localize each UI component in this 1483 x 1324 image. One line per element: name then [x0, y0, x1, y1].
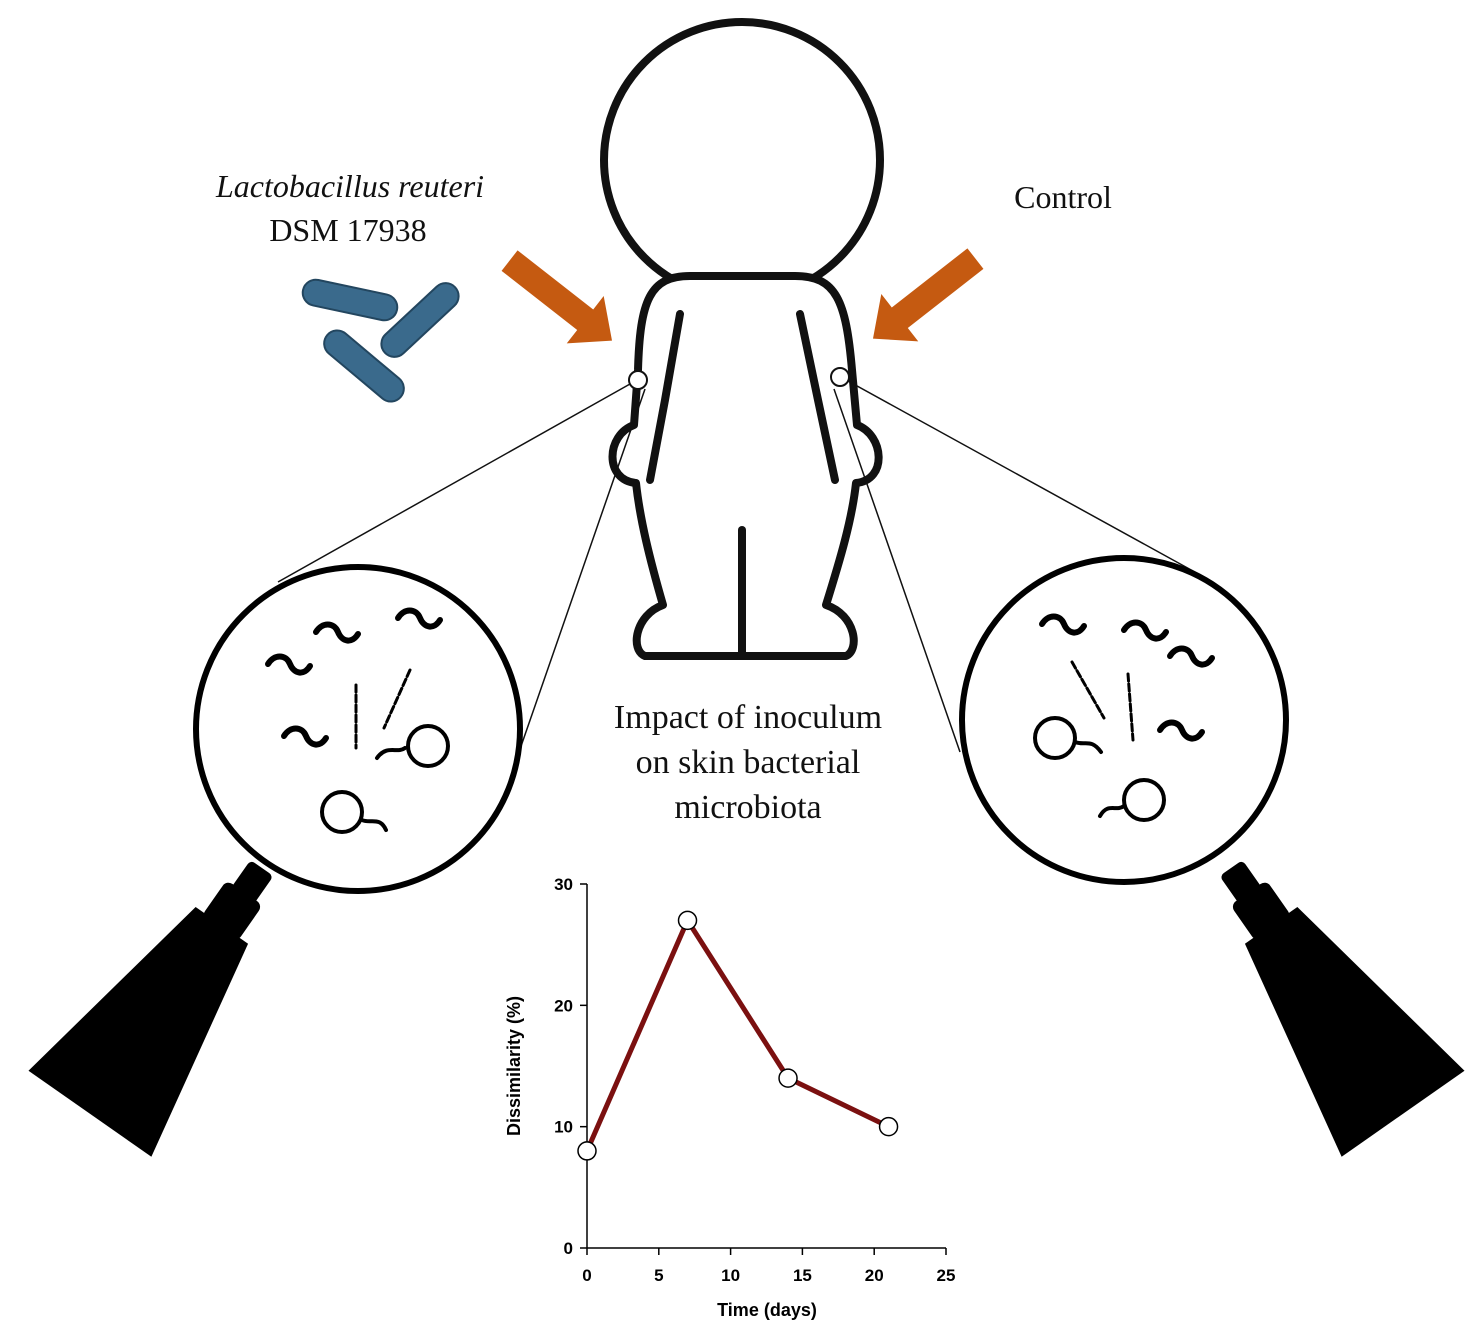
control-sample-spot	[830, 367, 850, 387]
left-microbes	[265, 607, 450, 834]
spiral-bacterium	[395, 607, 443, 630]
x-tick-label: 10	[721, 1266, 740, 1285]
flagellum	[360, 818, 388, 832]
coccus-cell	[1033, 716, 1077, 760]
series-line	[584, 917, 890, 1152]
rod-bacterium	[323, 329, 405, 403]
spiral-bacterium	[1121, 619, 1169, 642]
right-magnifier-lens	[959, 555, 1289, 885]
person-right-arm-line	[796, 310, 839, 484]
spiral-bacterium	[281, 725, 329, 748]
x-tick-label: 25	[937, 1266, 956, 1285]
coccus-cell	[406, 724, 450, 768]
flagellum	[1098, 804, 1126, 818]
person-head	[600, 18, 884, 302]
rod-bacterium	[301, 278, 399, 322]
dissimilarity-chart: 0 5 10 15 20 25 0 10 20 30 Time (days) Dissimilar…	[504, 875, 955, 1320]
impact-title-line-2: on skin bacterial	[636, 744, 861, 781]
impact-title-line-1: Impact of inoculum	[614, 699, 882, 736]
y-tick-label: 0	[564, 1239, 573, 1258]
data-point	[577, 1141, 597, 1161]
treatment-species-label: Lactobacillus reuteri	[215, 168, 484, 204]
chart-series	[577, 910, 899, 1161]
person-left-arm-line	[646, 310, 684, 484]
impact-title-line-3: microbiota	[674, 789, 821, 826]
right-magnifier-handle	[1221, 861, 1465, 1157]
streptococcus-chain	[1126, 672, 1135, 742]
left-magnifier-handle	[28, 861, 272, 1157]
rod-bacterium	[380, 282, 460, 358]
person-figure	[600, 18, 884, 660]
spiral-bacterium	[1039, 613, 1087, 636]
right-microbes	[1033, 613, 1215, 822]
flagellum	[1073, 740, 1103, 754]
coccus-cell	[320, 790, 364, 834]
treatment-sample-spot	[628, 370, 648, 390]
magnifier-guide-lines	[277, 380, 1214, 753]
chart-ticks: 0 5 10 15 20 25 0 10 20 30	[554, 875, 955, 1285]
lactobacillus-rods	[301, 278, 460, 403]
x-tick-label: 0	[582, 1266, 591, 1285]
treatment-arrow	[501, 250, 613, 344]
x-tick-label: 15	[793, 1266, 812, 1285]
x-tick-label: 20	[865, 1266, 884, 1285]
data-point	[778, 1068, 798, 1088]
treatment-strain-label: DSM 17938	[269, 212, 426, 248]
y-axis-label: Dissimilarity (%)	[504, 996, 524, 1136]
x-axis-label: Time (days)	[717, 1300, 817, 1320]
spiral-bacterium	[1167, 645, 1215, 668]
spiral-bacterium	[313, 621, 361, 644]
coccus-cell	[1122, 778, 1166, 822]
y-tick-label: 30	[554, 875, 573, 894]
left-magnifier-lens	[193, 564, 523, 894]
spiral-bacterium	[265, 653, 313, 676]
spiral-bacterium	[1157, 719, 1205, 742]
data-point	[878, 1116, 899, 1137]
left-magnifier	[28, 564, 523, 1157]
right-magnifier	[959, 555, 1465, 1157]
flagellum	[375, 746, 407, 760]
y-tick-label: 20	[554, 996, 573, 1015]
streptococcus-chain	[382, 668, 412, 730]
data-point	[677, 910, 698, 931]
streptococcus-chain	[1070, 660, 1106, 720]
control-label: Control	[1014, 179, 1112, 215]
control-arrow	[872, 248, 984, 342]
y-tick-label: 10	[554, 1118, 573, 1137]
x-tick-label: 5	[654, 1266, 663, 1285]
